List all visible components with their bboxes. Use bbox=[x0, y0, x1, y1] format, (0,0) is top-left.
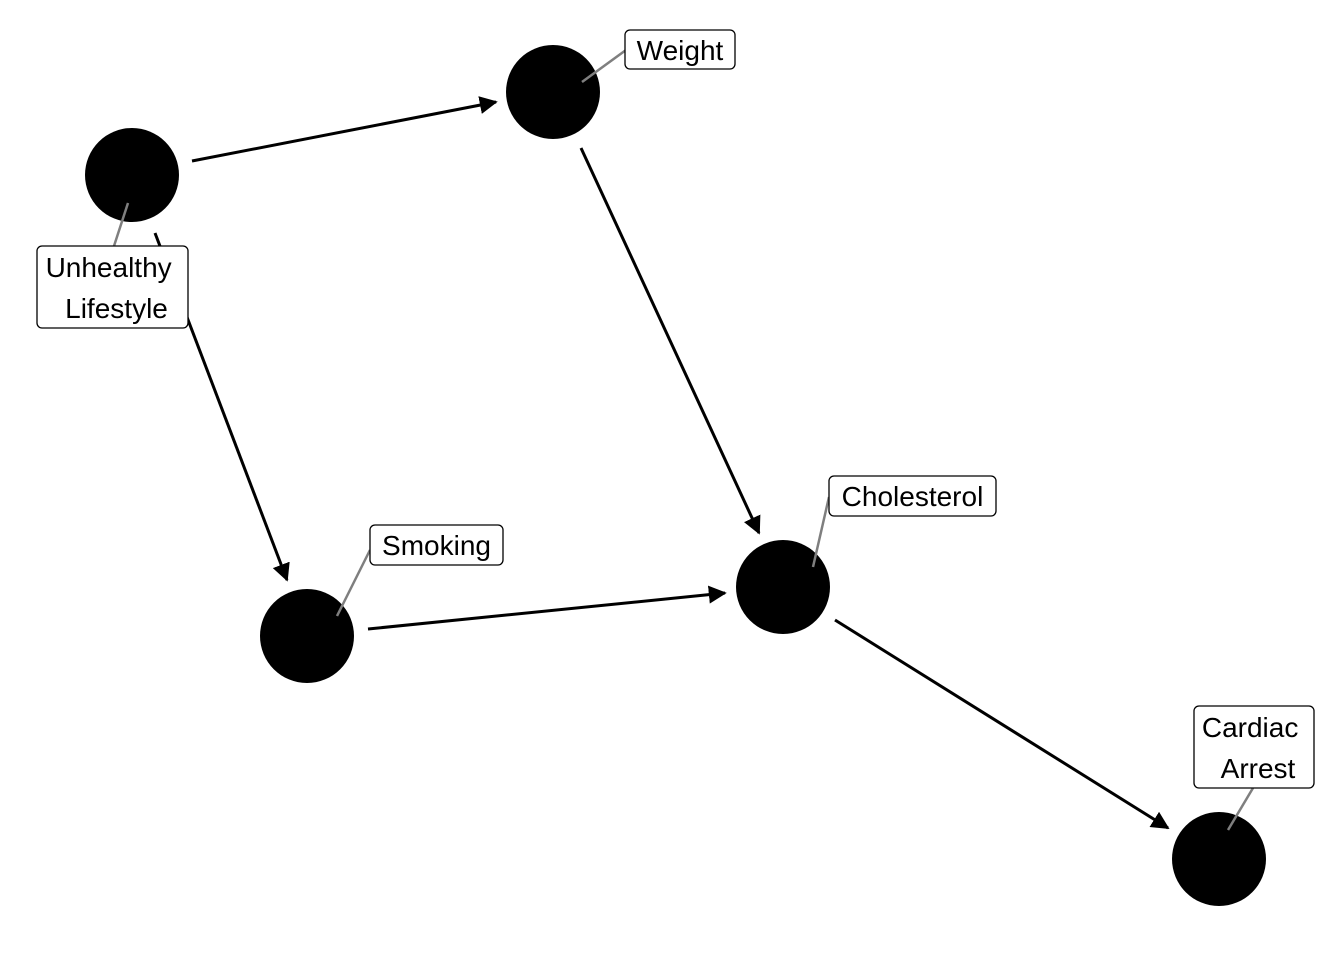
label-cholesterol: Cholesterol bbox=[828, 475, 997, 517]
leader-cardiac-arrest bbox=[1226, 787, 1255, 831]
label-unhealthy-lifestyle: Unhealthy Lifestyle bbox=[36, 245, 189, 329]
node-weight[interactable] bbox=[506, 45, 600, 139]
node-unhealthy-lifestyle[interactable] bbox=[85, 128, 179, 222]
leader-smoking bbox=[335, 549, 372, 617]
nodes bbox=[85, 45, 1266, 906]
label-text-weight: Weight bbox=[637, 35, 724, 66]
label-line: Smoking bbox=[382, 530, 491, 561]
label-line: Unhealthy bbox=[46, 252, 172, 283]
edge-unhealthy-lifestyle-to-weight bbox=[191, 96, 498, 163]
label-text-smoking: Smoking bbox=[382, 530, 491, 561]
edge-smoking-to-cholesterol bbox=[367, 585, 727, 631]
label-box-unhealthy-lifestyle bbox=[36, 245, 189, 329]
label-box-cardiac-arrest bbox=[1193, 705, 1315, 789]
node-smoking[interactable] bbox=[260, 589, 354, 683]
label-line: Cholesterol bbox=[842, 481, 984, 512]
labels: Unhealthy Lifestyle Weight Smoking Chole… bbox=[36, 29, 1315, 789]
label-smoking: Smoking bbox=[369, 524, 504, 566]
label-line: Weight bbox=[637, 35, 724, 66]
label-text-cholesterol: Cholesterol bbox=[842, 481, 984, 512]
edge-weight-to-cholesterol bbox=[579, 147, 761, 535]
label-line: Lifestyle bbox=[65, 293, 168, 324]
edges bbox=[153, 96, 1170, 830]
label-line: Arrest bbox=[1221, 753, 1296, 784]
leader-weight bbox=[581, 48, 627, 84]
label-box-smoking bbox=[369, 524, 504, 566]
label-cardiac-arrest: Cardiac Arrest bbox=[1193, 705, 1315, 789]
node-cardiac-arrest[interactable] bbox=[1172, 812, 1266, 906]
label-weight: Weight bbox=[624, 29, 736, 70]
edge-cholesterol-to-cardiac-arrest bbox=[834, 618, 1170, 830]
leader-unhealthy-lifestyle bbox=[112, 202, 130, 247]
label-text-unhealthy-lifestyle: Unhealthy Lifestyle bbox=[46, 252, 180, 324]
label-line: Cardiac bbox=[1202, 712, 1298, 743]
label-text-cardiac-arrest: Cardiac Arrest bbox=[1202, 712, 1306, 784]
leader-lines bbox=[112, 48, 1255, 831]
node-cholesterol[interactable] bbox=[736, 540, 830, 634]
leader-cholesterol bbox=[811, 496, 831, 568]
label-box-weight bbox=[624, 29, 736, 70]
label-box-cholesterol bbox=[828, 475, 997, 517]
